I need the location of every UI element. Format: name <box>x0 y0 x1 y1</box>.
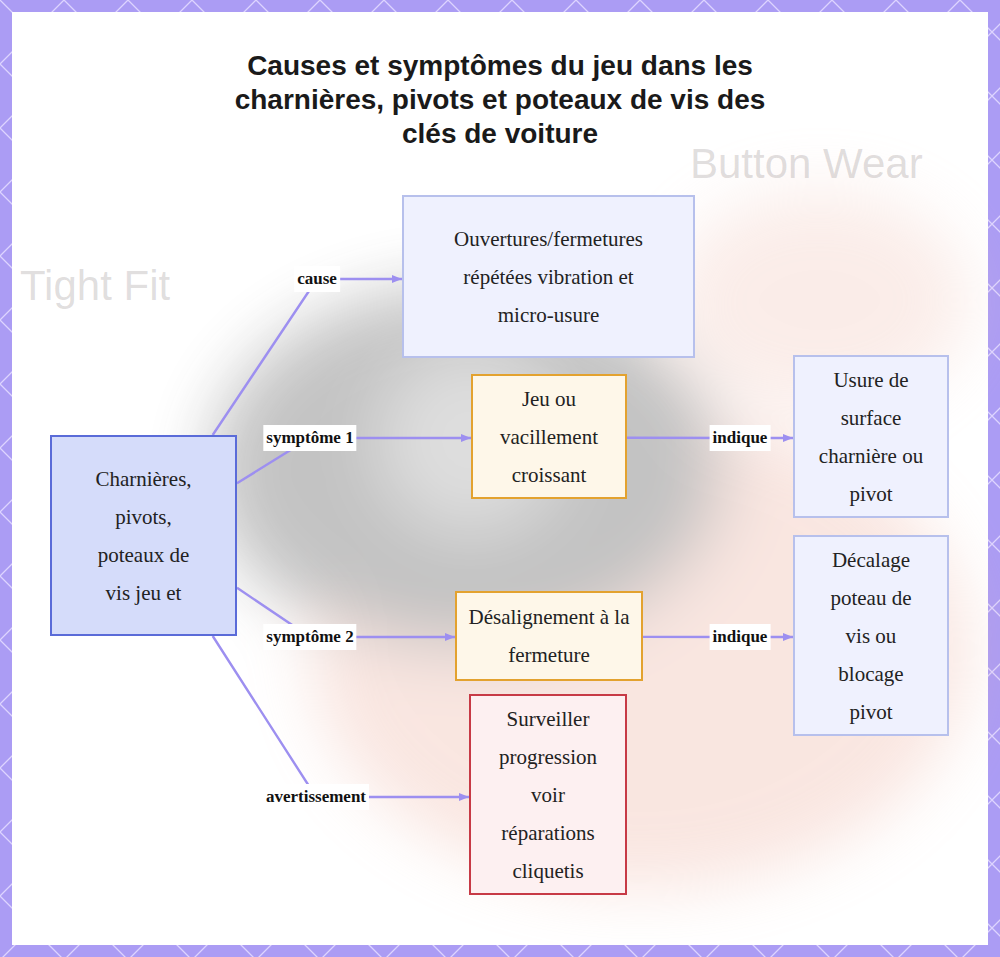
edge-label: symptôme 2 <box>263 624 356 650</box>
process-box: Usure de surface charnière ou pivot <box>793 355 949 518</box>
box-text: Jeu ou vacillement croissant <box>489 380 609 494</box>
inner-panel <box>12 12 988 945</box>
box-text: Désalignement à la fermeture <box>467 598 632 674</box>
process-box: Désalignement à la fermeture <box>455 591 643 681</box>
watermark-text: Tight Fit <box>20 262 170 310</box>
process-box: Ouvertures/fermetures répétées vibration… <box>402 195 695 358</box>
box-text: Surveiller progression voir réparations … <box>487 700 609 890</box>
edge-label: indique <box>710 425 771 451</box>
edge-label: symptôme 1 <box>263 425 356 451</box>
edge-label: cause <box>294 266 340 292</box>
box-text: Ouvertures/fermetures répétées vibration… <box>441 220 656 334</box>
process-box: Décalage poteau de vis ou blocage pivot <box>793 535 949 736</box>
box-text: Usure de surface charnière ou pivot <box>810 361 932 513</box>
connector-arrow <box>213 636 469 797</box>
box-text: Décalage poteau de vis ou blocage pivot <box>821 541 921 731</box>
process-box: Charnières, pivots, poteaux de vis jeu e… <box>50 435 237 636</box>
connector-arrow <box>213 279 402 435</box>
box-text: Charnières, pivots, poteaux de vis jeu e… <box>86 460 201 612</box>
edge-label: avertissement <box>263 784 369 810</box>
process-box: Jeu ou vacillement croissant <box>471 374 627 499</box>
edge-label: indique <box>710 624 771 650</box>
watermark-text: Button Wear <box>690 140 923 188</box>
process-box: Surveiller progression voir réparations … <box>469 694 627 895</box>
diagram-title: Causes et symptômes du jeu dans les char… <box>210 49 790 151</box>
